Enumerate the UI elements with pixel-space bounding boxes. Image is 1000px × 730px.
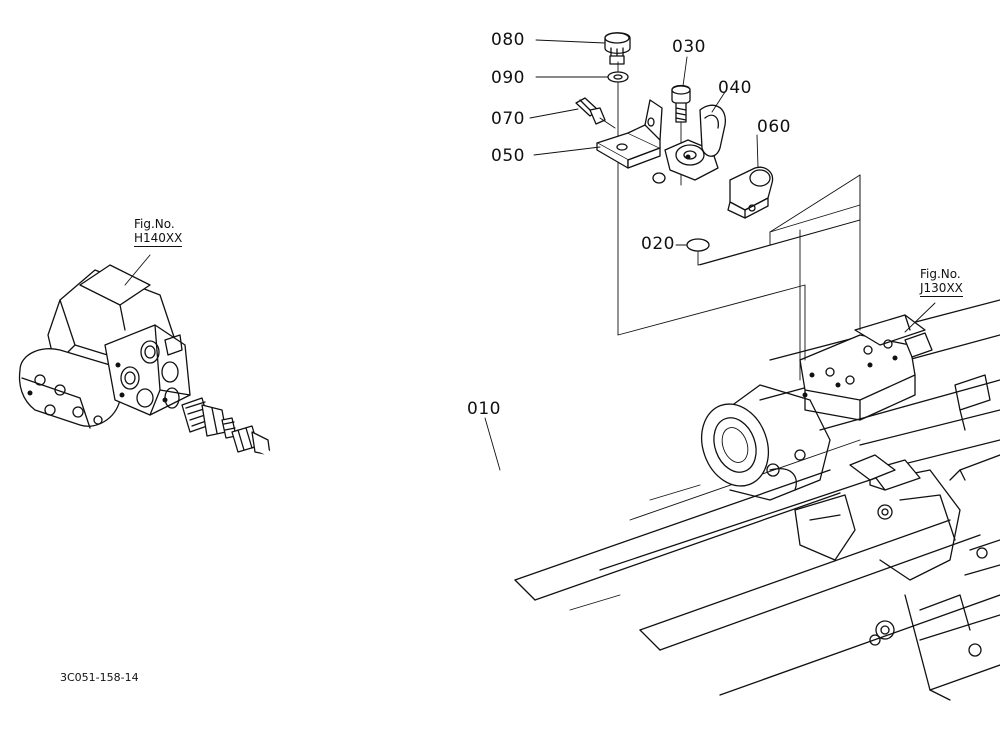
washer-090 xyxy=(607,71,629,83)
fitting-070 xyxy=(575,97,616,129)
o-ring-020 xyxy=(686,174,861,266)
part-label-050: 050 xyxy=(491,146,525,166)
clamp-060 xyxy=(727,166,774,219)
part-label-090: 090 xyxy=(491,68,525,88)
figure-ref-prefix: Fig.No. xyxy=(134,217,175,231)
hydraulic-pipe-010 xyxy=(254,172,785,542)
part-label-020: 020 xyxy=(641,234,675,254)
figure-ref-prefix: Fig.No. xyxy=(920,267,961,281)
assembly-line-right xyxy=(699,219,861,266)
swivel-joint-040 xyxy=(664,104,726,181)
part-label-010: 010 xyxy=(467,399,501,419)
adapter-fitting xyxy=(164,387,271,456)
figure-ref-number: J130XX xyxy=(920,280,963,297)
part-label-070: 070 xyxy=(491,109,525,129)
bracket-050 xyxy=(596,99,663,169)
part-label-040: 040 xyxy=(718,78,752,98)
figure-ref-j130xx: Fig.No. J130XX xyxy=(920,267,963,297)
leader-lines xyxy=(124,39,936,471)
steering-unit-component xyxy=(18,264,191,429)
figure-ref-h140xx: Fig.No. H140XX xyxy=(134,217,183,247)
bolt-080 xyxy=(604,32,631,65)
document-code: 3C051-158-14 xyxy=(60,671,139,684)
part-label-080: 080 xyxy=(491,30,525,50)
assembly-line-left xyxy=(617,82,806,361)
figure-ref-number: H140XX xyxy=(134,230,183,247)
part-label-030: 030 xyxy=(672,37,706,57)
chassis-frame xyxy=(514,299,1000,701)
part-label-060: 060 xyxy=(757,117,791,137)
